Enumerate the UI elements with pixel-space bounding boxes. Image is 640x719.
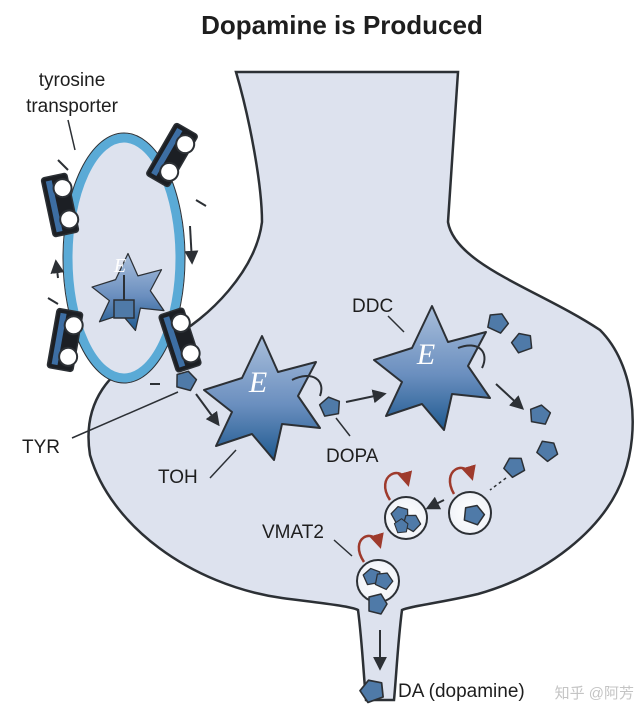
label-vmat2: VMAT2 <box>262 522 324 543</box>
vmat2-loop-2 <box>383 470 413 501</box>
toh-leader <box>209 449 237 479</box>
enzyme-letter: E <box>113 255 126 277</box>
label-tyrosine: tyrosine <box>39 70 106 91</box>
vmat2-leader <box>333 539 353 557</box>
dopa-leader <box>335 417 351 437</box>
label-toh: TOH <box>158 467 198 488</box>
watermark: 知乎 @阿芳 <box>555 685 634 702</box>
label-transporter: transporter <box>26 96 119 117</box>
vesicle-full-release <box>356 532 400 615</box>
ddc-leader <box>387 315 405 333</box>
label-da: DA (dopamine) <box>398 681 525 702</box>
ddc-enzyme-letter: E <box>416 338 435 371</box>
vmat2-loop-3 <box>357 532 384 563</box>
arrow-ddc-to-dopamine <box>495 383 525 410</box>
arrow-tyr-to-toh <box>195 393 220 427</box>
ddc-binding-loop <box>457 344 486 369</box>
transporter-vesicle: E <box>40 121 207 385</box>
vesicle-filling <box>383 470 428 540</box>
vesicle-empty <box>448 464 492 535</box>
label-ddc: DDC <box>352 296 393 317</box>
arrow-dopa-to-ddc <box>345 389 387 404</box>
substrate-box <box>113 299 135 319</box>
diagram-title: Dopamine is Produced <box>201 10 483 40</box>
toh-binding-loop <box>291 375 323 397</box>
vmat2-loop-1 <box>448 464 476 495</box>
arrow-vesicle-1-to-2 <box>425 496 445 510</box>
transporter-leader <box>67 119 76 151</box>
toh-enzyme-letter: E <box>248 366 267 399</box>
label-dopa: DOPA <box>326 446 379 467</box>
label-tyr: TYR <box>22 437 60 458</box>
tyr-leader <box>71 391 179 439</box>
